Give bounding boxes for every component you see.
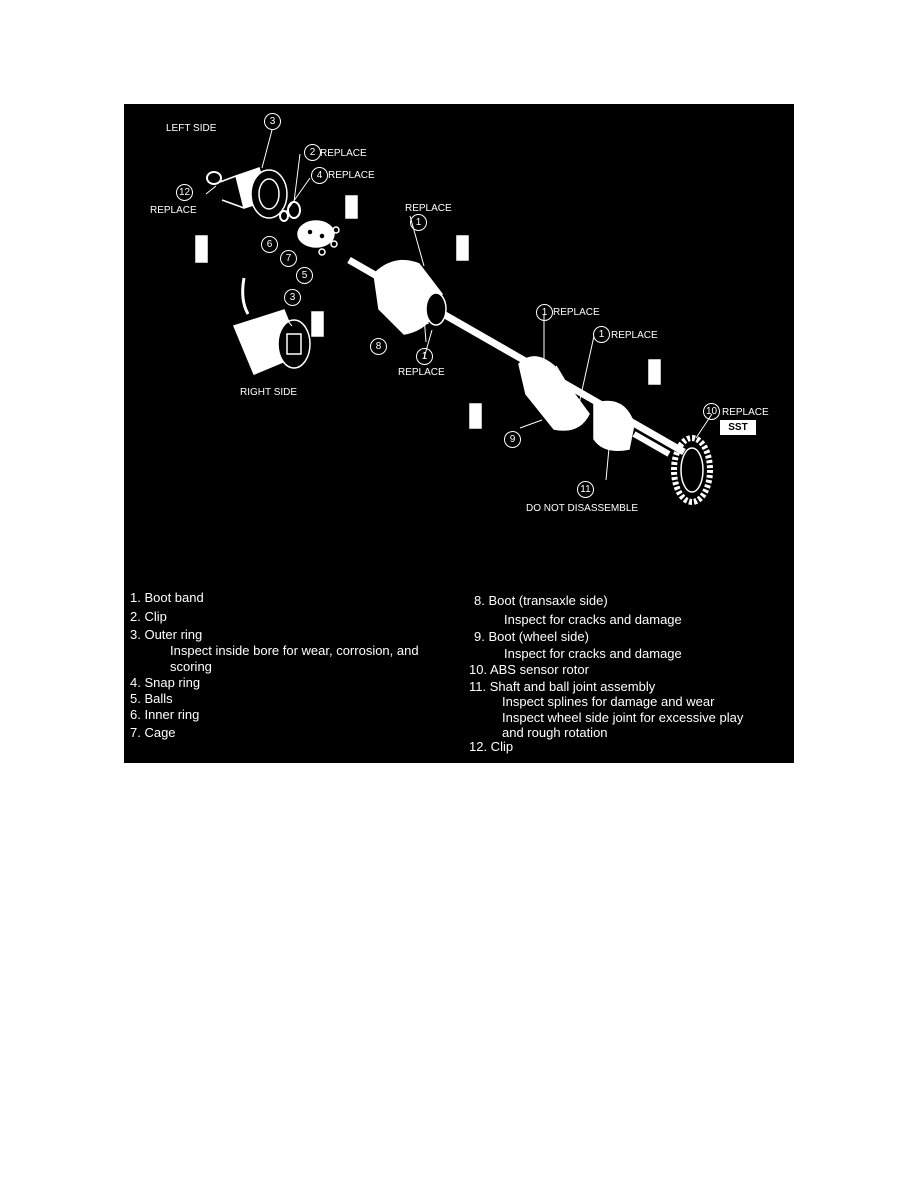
legend-item-10: 10. ABS sensor rotor [469,662,589,677]
inner-boot-drawing [373,259,447,335]
clip-drawing [287,201,301,219]
legend-item-9: 9. Boot (wheel side) [474,629,589,644]
left-side-label: LEFT SIDE [166,123,217,134]
do-not-disassemble-label: DO NOT DISASSEMBLE [526,503,639,514]
abs-rotor-drawing [671,435,713,505]
callout-1-right-a: 1 [536,304,553,321]
callout-12: 12 [176,184,193,201]
legend-item-12: 12. Clip [469,739,514,754]
legend-item-9-note: Inspect for cracks and damage [504,646,682,661]
legend-item-6: 6. Inner ring [130,707,200,722]
legend-item-5: 5. Balls [130,691,173,706]
legend-item-11-note-c: and rough rotation [502,725,608,740]
callout-1-top: 1 [410,214,427,231]
legend-item-3-note-a: Inspect inside bore for wear, corrosion,… [170,643,419,658]
snap-ring-drawing [279,210,289,222]
callout-1-mid: 1 [416,348,433,365]
callout-1-right-b: 1 [593,326,610,343]
legend-item-7: 7. Cage [130,725,176,740]
callout-9: 9 [504,431,521,448]
inner-ring-cage-drawing [297,220,340,256]
legend-item-11-note-b: Inspect wheel side joint for excessive p… [502,710,744,725]
replace-label-2: REPLACE [320,148,367,159]
replace-label-1a: REPLACE [405,203,452,214]
outer-boot-drawing [518,356,590,431]
right-outer-ring-drawing [232,277,311,375]
drive-shaft-illustration [195,129,713,505]
replace-label-1d: REPLACE [611,330,658,341]
callout-5: 5 [296,267,313,284]
callout-4: 4 [311,167,328,184]
legend-item-1: 1. Boot band [130,590,204,605]
callout-11: 11 [577,481,594,498]
left-outer-ring-drawing [206,167,288,219]
legend-item-8: 8. Boot (transaxle side) [474,593,608,608]
legend-item-8-note: Inspect for cracks and damage [504,612,682,627]
legend-item-2: 2. Clip [130,609,167,624]
callout-7: 7 [280,250,297,267]
callout-6: 6 [261,236,278,253]
right-side-label: RIGHT SIDE [240,387,298,398]
legend-item-11: 11. Shaft and ball joint assembly [469,679,656,694]
legend-item-3: 3. Outer ring [130,627,203,642]
replace-label-12: REPLACE [150,205,197,216]
exploded-view-figure: LEFT SIDE RIGHT SIDE REPLACE REPLACE REP… [124,104,794,763]
legend-item-11-note-a: Inspect splines for damage and wear [502,694,715,709]
replace-label-4: REPLACE [328,170,375,181]
callout-10: 10 [703,403,720,420]
callout-8: 8 [370,338,387,355]
replace-label-1c: REPLACE [553,307,600,318]
legend-item-4: 4. Snap ring [130,675,201,690]
legend-item-3-note-b: scoring [170,659,212,674]
callout-3-bottom: 3 [284,289,301,306]
callout-2: 2 [304,144,321,161]
callout-3-top: 3 [264,113,281,130]
sst-tag: SST [720,420,756,435]
replace-label-1b: REPLACE [398,367,445,378]
outer-joint-drawing [593,400,671,457]
replace-label-10: REPLACE [722,407,769,418]
grease-tube-drawings [195,195,661,429]
